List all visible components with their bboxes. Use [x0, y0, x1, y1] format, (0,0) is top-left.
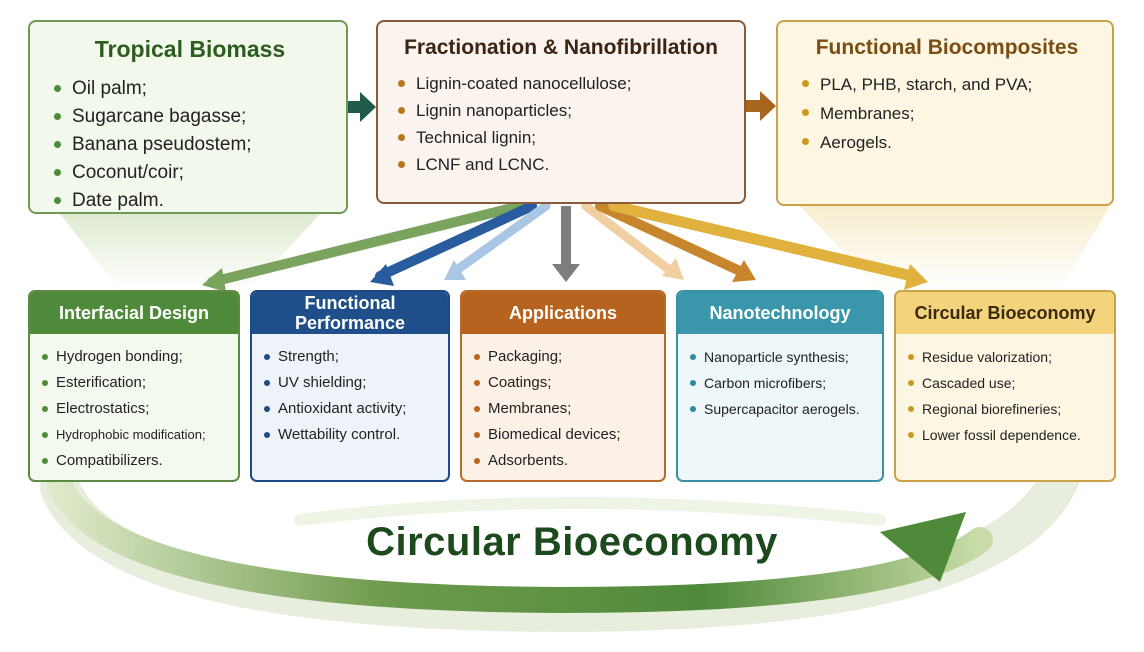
circular-bioeconomy-banner: Circular Bioeconomy: [366, 520, 778, 564]
tropical-biomass-box: Tropical Biomass Oil palm; Sugarcane bag…: [28, 20, 348, 214]
list-item: Strength;: [262, 344, 442, 370]
tropical-glow: [60, 214, 320, 290]
functional-biocomposites-list: PLA, PHB, starch, and PVA; Membranes; Ae…: [800, 70, 1094, 157]
functional-performance-title-line1: Functional: [304, 293, 396, 313]
fan-arrow-light-orange: [581, 201, 677, 277]
circular-arc-arrow: [40, 458, 1080, 633]
list-item: Supercapacitor aerogels.: [688, 396, 876, 422]
applications-header: Applications: [462, 292, 664, 334]
list-item: Antioxidant activity;: [262, 396, 442, 422]
list-item: Technical lignin;: [396, 124, 726, 151]
list-item: Lignin nanoparticles;: [396, 97, 726, 124]
list-item: UV shielding;: [262, 370, 442, 396]
list-item: Adsorbents.: [472, 448, 658, 474]
list-item: Nanoparticle synthesis;: [688, 344, 876, 370]
tropical-biomass-list: Oil palm; Sugarcane bagasse; Banana pseu…: [52, 75, 328, 215]
list-item: Membranes;: [472, 396, 658, 422]
fan-arrow-circular: [608, 200, 918, 282]
list-item: Aerogels.: [800, 128, 1094, 157]
list-item: Esterification;: [40, 370, 232, 396]
functional-performance-box: Functional Performance Strength; UV shie…: [250, 290, 450, 482]
circular-bioeconomy-list: Residue valorization; Cascaded use; Regi…: [896, 334, 1114, 448]
circular-bioeconomy-box: Circular Bioeconomy Residue valorization…: [894, 290, 1116, 482]
list-item: Hydrophobic modification;: [40, 422, 232, 448]
nanotechnology-list: Nanoparticle synthesis; Carbon microfibe…: [678, 334, 882, 422]
list-item: Banana pseudostem;: [52, 131, 328, 159]
fan-arrow-interfacial: [207, 201, 525, 287]
fractionation-box: Fractionation & Nanofibrillation Lignin-…: [376, 20, 746, 204]
fractionation-title: Fractionation & Nanofibrillation: [404, 36, 718, 59]
functional-biocomposites-title: Functional Biocomposites: [815, 36, 1079, 59]
fan-arrow-light-blue: [449, 201, 551, 277]
functional-performance-header: Functional Performance: [252, 292, 448, 334]
list-item: Sugarcane bagasse;: [52, 103, 328, 131]
list-item: Cascaded use;: [906, 370, 1108, 396]
fan-arrow-performance: [375, 201, 537, 281]
list-item: Packaging;: [472, 344, 658, 370]
nanotechnology-header: Nanotechnology: [678, 292, 882, 334]
arrow-fractionation-to-biocomposites: [746, 91, 776, 121]
list-item: Coconut/coir;: [52, 159, 328, 187]
list-item: Date palm.: [52, 187, 328, 215]
list-item: Compatibilizers.: [40, 448, 232, 474]
functional-biocomposites-box: Functional Biocomposites PLA, PHB, starc…: [776, 20, 1114, 206]
fan-arrows: [202, 200, 928, 292]
arrow-tropical-to-fractionation: [346, 92, 376, 122]
composite-glow: [800, 206, 1110, 290]
list-item: Lower fossil dependence.: [906, 422, 1108, 448]
list-item: Lignin-coated nanocellulose;: [396, 70, 726, 97]
list-item: Wettability control.: [262, 422, 442, 448]
functional-performance-title-line2: Performance: [294, 313, 406, 333]
functional-performance-list: Strength; UV shielding; Antioxidant acti…: [252, 334, 448, 448]
fan-arrow-nanotech: [595, 201, 747, 277]
list-item: LCNF and LCNC.: [396, 151, 726, 178]
fractionation-list: Lignin-coated nanocellulose; Lignin nano…: [396, 70, 726, 178]
list-item: Oil palm;: [52, 75, 328, 103]
interfacial-design-box: Interfacial Design Hydrogen bonding; Est…: [28, 290, 240, 482]
list-item: PLA, PHB, starch, and PVA;: [800, 70, 1094, 99]
list-item: Electrostatics;: [40, 396, 232, 422]
applications-list: Packaging; Coatings; Membranes; Biomedic…: [462, 334, 664, 474]
interfacial-design-list: Hydrogen bonding; Esterification; Electr…: [30, 334, 238, 474]
circular-bioeconomy-header: Circular Bioeconomy: [896, 292, 1114, 334]
applications-box: Applications Packaging; Coatings; Membra…: [460, 290, 666, 482]
list-item: Coatings;: [472, 370, 658, 396]
list-item: Regional biorefineries;: [906, 396, 1108, 422]
nanotechnology-box: Nanotechnology Nanoparticle synthesis; C…: [676, 290, 884, 482]
tropical-biomass-title: Tropical Biomass: [94, 36, 286, 62]
list-item: Carbon microfibers;: [688, 370, 876, 396]
list-item: Hydrogen bonding;: [40, 344, 232, 370]
list-item: Membranes;: [800, 99, 1094, 128]
list-item: Biomedical devices;: [472, 422, 658, 448]
interfacial-design-header: Interfacial Design: [30, 292, 238, 334]
list-item: Residue valorization;: [906, 344, 1108, 370]
